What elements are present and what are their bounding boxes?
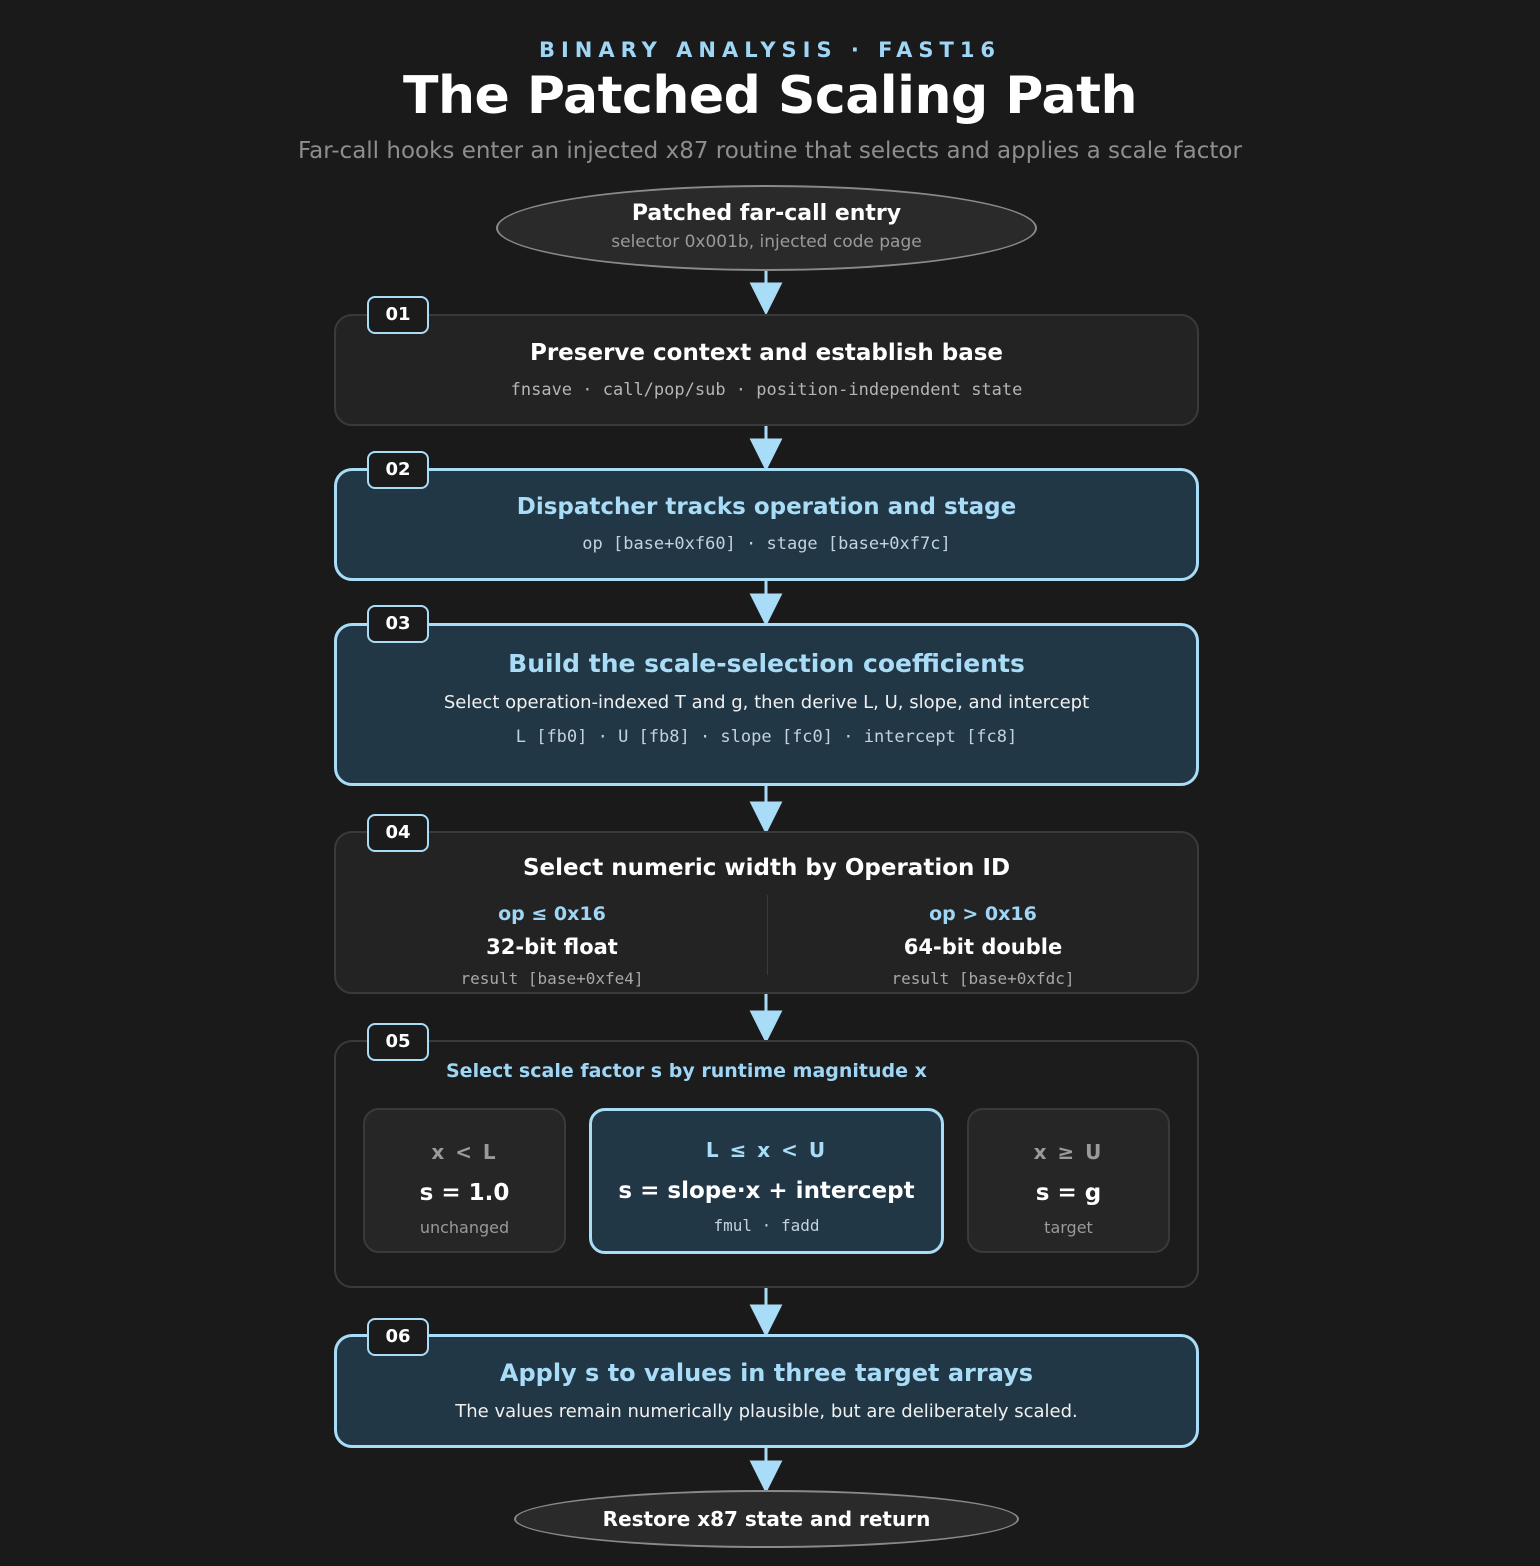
case-in-range: L ≤ x < U s = slope·x + intercept fmul ·… bbox=[589, 1108, 944, 1254]
arrow-01-to-02 bbox=[749, 425, 783, 472]
float-type: 32-bit float bbox=[486, 935, 618, 959]
step-01-title: Preserve context and establish base bbox=[529, 340, 1004, 366]
step-02-box: Dispatcher tracks operation and stage op… bbox=[334, 468, 1199, 581]
step-01-code: fnsave · call/pop/sub · position-indepen… bbox=[510, 380, 1023, 400]
step-04-title: Select numeric width by Operation ID bbox=[522, 855, 1011, 881]
step-05-badge: 05 bbox=[367, 1023, 429, 1061]
step-02-title: Dispatcher tracks operation and stage bbox=[516, 494, 1017, 520]
step-04-box: Select numeric width by Operation ID op … bbox=[334, 831, 1199, 994]
step-02-code: op [base+0xf60] · stage [base+0xf7c] bbox=[582, 534, 951, 554]
step-01-box: Preserve context and establish base fnsa… bbox=[334, 314, 1199, 426]
entry-subtitle: selector 0x001b, injected code page bbox=[611, 232, 922, 252]
step-06-badge: 06 bbox=[367, 1318, 429, 1356]
arrow-02-to-03 bbox=[749, 580, 783, 627]
entry-title: Patched far-call entry bbox=[631, 201, 902, 226]
arrow-05-to-06 bbox=[749, 1287, 783, 1338]
step-03-description: Select operation-indexed T and g, then d… bbox=[443, 692, 1090, 713]
column-divider bbox=[767, 895, 768, 975]
case-below-lower: x < L s = 1.0 unchanged bbox=[363, 1108, 566, 1253]
case-below-formula: s = 1.0 bbox=[419, 1180, 510, 1206]
case-range-condition: L ≤ x < U bbox=[705, 1138, 828, 1162]
case-above-note: target bbox=[1044, 1218, 1093, 1237]
double-result-code: result [base+0xfdc] bbox=[891, 969, 1075, 988]
step-03-badge: 03 bbox=[367, 605, 429, 643]
step-06-description: The values remain numerically plausible,… bbox=[455, 1401, 1078, 1422]
case-below-note: unchanged bbox=[419, 1218, 510, 1237]
step-03-code: L [fb0] · U [fb8] · slope [fc0] · interc… bbox=[515, 727, 1018, 747]
arrow-03-to-04 bbox=[749, 785, 783, 835]
step-01-badge: 01 bbox=[367, 296, 429, 334]
double-type: 64-bit double bbox=[903, 935, 1063, 959]
arrow-04-to-05 bbox=[749, 993, 783, 1044]
step-05-title: Select scale factor s by runtime magnitu… bbox=[446, 1060, 927, 1082]
case-above-formula: s = g bbox=[1035, 1180, 1102, 1206]
page-title: The Patched Scaling Path bbox=[402, 66, 1138, 126]
case-below-condition: x < L bbox=[431, 1140, 498, 1164]
float-condition: op ≤ 0x16 bbox=[498, 903, 606, 925]
step-03-title: Build the scale-selection coefficients bbox=[508, 649, 1025, 678]
exit-node: Restore x87 state and return bbox=[514, 1490, 1019, 1548]
step-06-title: Apply s to values in three target arrays bbox=[499, 1359, 1034, 1387]
entry-node: Patched far-call entry selector 0x001b, … bbox=[496, 185, 1037, 271]
width-option-double: op > 0x16 64-bit double result [base+0xf… bbox=[767, 903, 1199, 988]
case-above-condition: x ≥ U bbox=[1033, 1140, 1104, 1164]
case-range-note: fmul · fadd bbox=[713, 1216, 820, 1235]
eyebrow-label: BINARY ANALYSIS · FAST16 bbox=[538, 38, 1002, 62]
width-option-float: op ≤ 0x16 32-bit float result [base+0xfe… bbox=[336, 903, 768, 988]
double-condition: op > 0x16 bbox=[929, 903, 1037, 925]
arrow-entry-to-01 bbox=[749, 270, 783, 316]
step-06-box: Apply s to values in three target arrays… bbox=[334, 1334, 1199, 1448]
page-subtitle: Far-call hooks enter an injected x87 rou… bbox=[298, 138, 1242, 164]
step-03-box: Build the scale-selection coefficients S… bbox=[334, 623, 1199, 786]
step-02-badge: 02 bbox=[367, 451, 429, 489]
float-result-code: result [base+0xfe4] bbox=[460, 969, 644, 988]
step-04-badge: 04 bbox=[367, 814, 429, 852]
exit-title: Restore x87 state and return bbox=[602, 1507, 931, 1531]
arrow-06-to-exit bbox=[749, 1447, 783, 1494]
case-above-upper: x ≥ U s = g target bbox=[967, 1108, 1170, 1253]
case-range-formula: s = slope·x + intercept bbox=[618, 1178, 915, 1204]
